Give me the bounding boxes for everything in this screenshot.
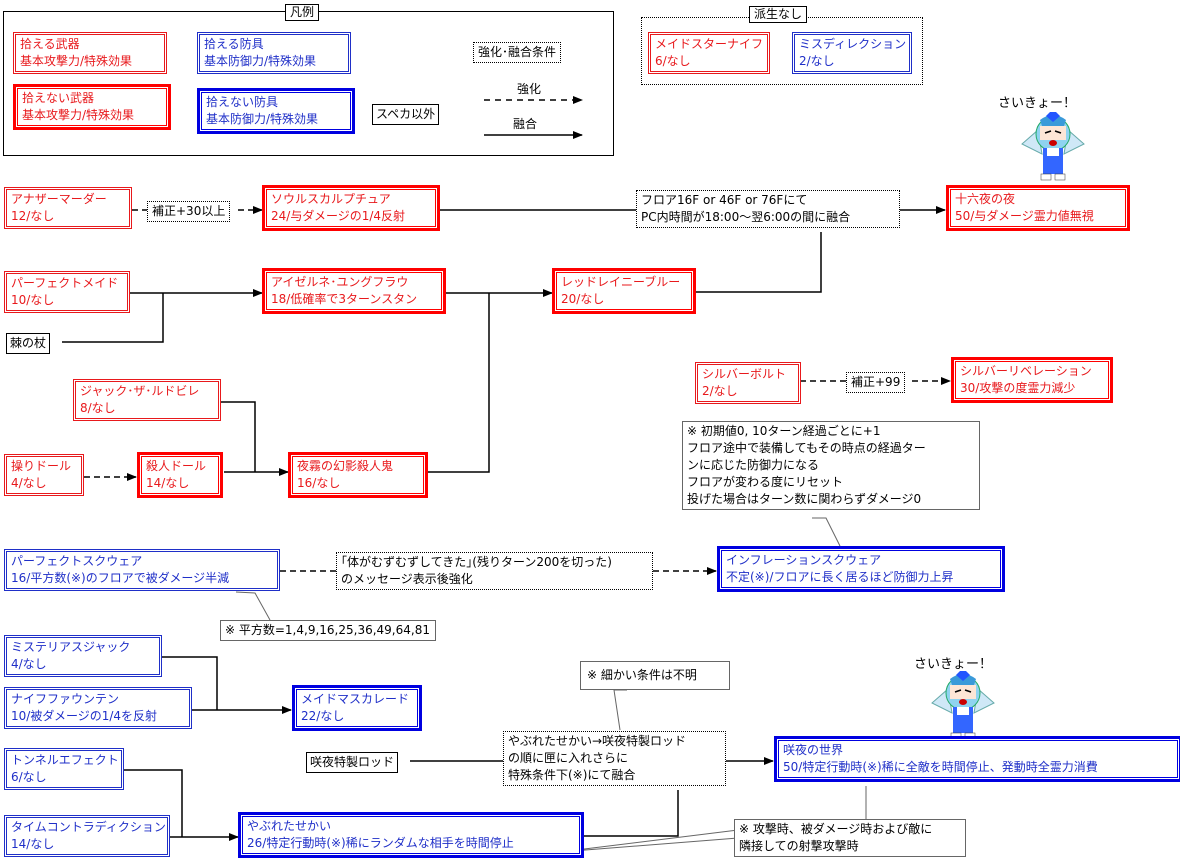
node-time-contradiction: タイムコントラディクション 14/なし xyxy=(4,815,170,857)
node-izayoi-night: 十六夜の夜 50/与ダメージ霊力値無視 xyxy=(946,185,1130,231)
node-eisernen: アイゼルネ･ユングフラウ 18/低確率で3ターンスタン xyxy=(262,268,446,314)
node-thorn-staff: 棘の杖 xyxy=(6,333,51,354)
shout-text-top: さいきょー！ xyxy=(998,96,1077,111)
node-perfect-square: パーフェクトスクウェア 16/平方数(※)のフロアで被ダメージ半減 xyxy=(4,549,280,591)
legend-title: 凡例 xyxy=(285,4,320,21)
note-unknown: ※ 細かい条件は不明 xyxy=(580,661,730,690)
item-maid-star-knife: メイドスターナイフ 6/なし xyxy=(648,32,770,74)
legend-pickable-armor: 拾える防具 基本防御力/特殊効果 xyxy=(197,32,351,74)
node-phantom-killer: 夜霧の幻影殺人鬼 16/なし xyxy=(288,452,428,498)
node-jack-ludobile: ジャック･ザ･ルドビレ 8/なし xyxy=(73,379,221,421)
node-inflation-square: インフレーションスクウェア 不定(※)/フロアに長く居るほど防御力上昇 xyxy=(717,546,1005,592)
note-action: ※ 攻撃時、被ダメージ時および敵に 隣接しての射撃攻撃時 xyxy=(734,819,966,857)
node-red-rainy-blue: レッドレイニーブルー 20/なし xyxy=(552,268,696,314)
node-soul-sculpture: ソウルスカルプチュア 24/与ダメージの1/4反射 xyxy=(262,185,440,231)
legend-condition: 強化･融合条件 xyxy=(473,42,562,63)
chibi-character-icon xyxy=(1021,112,1085,181)
node-maid-masquerade: メイドマスカレード 22/なし xyxy=(292,685,422,731)
note-inflation: ※ 初期値0, 10ターン経過ごとに+1 フロア途中で装備してもその時点の経過タ… xyxy=(682,421,980,510)
node-another-murder: アナザーマーダー 12/なし xyxy=(4,187,132,229)
node-killer-doll: 殺人ドール 14/なし xyxy=(137,452,223,498)
condition-rod-fusion: やぶれたせかい→咲夜特製ロッド の順に匣に入れさらに 特殊条件下(※)にて融合 xyxy=(503,731,726,786)
node-puppet-doll: 操りドール 4/なし xyxy=(4,454,84,496)
node-sakuya-rod: 咲夜特製ロッド xyxy=(306,752,399,773)
note-square: ※ 平方数=1,4,9,16,25,36,49,64,81 xyxy=(220,620,436,641)
condition-plus99: 補正+99 xyxy=(846,372,906,393)
node-perfect-maid: パーフェクトメイド 10/なし xyxy=(4,271,130,313)
legend-pickable-weapon: 拾える武器 基本攻撃力/特殊効果 xyxy=(13,32,167,74)
condition-plus30: 補正+30以上 xyxy=(147,201,231,222)
shout-text-bottom: さいきょー！ xyxy=(914,657,993,672)
node-silver-bolt: シルバーボルト 2/なし xyxy=(695,362,801,404)
node-broken-world: やぶれたせかい 26/特定行動時(※)稀にランダムな相手を時間停止 xyxy=(238,812,584,858)
legend-non-spellcard: スペカ以外 xyxy=(372,104,440,125)
condition-body-itch: ｢体がむずむずしてきた｣(残りターン200を切った) のメッセージ表示後強化 xyxy=(336,552,653,590)
legend-enhance-label: 強化 xyxy=(517,82,542,96)
node-knife-fountain: ナイフファウンテン 10/被ダメージの1/4を反射 xyxy=(4,687,192,729)
node-silver-revelation: シルバーリベレーション 30/攻撃の度霊力減少 xyxy=(951,357,1113,403)
no-derivation-title: 派生なし xyxy=(749,6,808,23)
node-tunnel-effect: トンネルエフェクト 6/なし xyxy=(4,748,124,790)
node-sakuya-world: 咲夜の世界 50/特定行動時(※)稀に全敵を時間停止、発動時全霊力消費 xyxy=(774,736,1180,782)
legend-fusion-label: 融合 xyxy=(513,117,538,131)
chibi-character-icon xyxy=(931,671,995,740)
item-misdirection: ミスディレクション 2/なし xyxy=(792,32,912,74)
condition-floor-time: フロア16F or 46F or 76Fにて PC内時間が18:00～翌6:00… xyxy=(636,190,900,228)
legend-unpickable-armor: 拾えない防具 基本防御力/特殊効果 xyxy=(197,88,355,134)
legend-unpickable-weapon: 拾えない武器 基本攻撃力/特殊効果 xyxy=(13,84,171,130)
node-mysterious-jack: ミステリアスジャック 4/なし xyxy=(4,635,162,677)
